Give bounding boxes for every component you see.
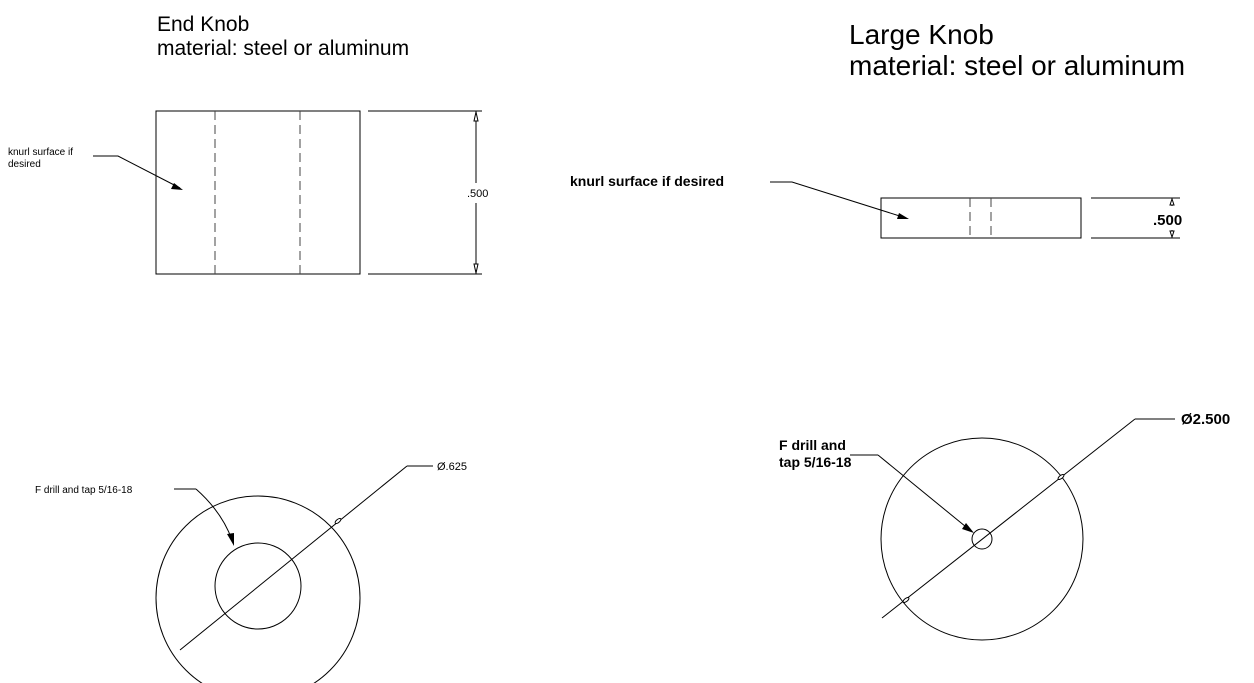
- end-knob-material: material: steel or aluminum: [157, 37, 409, 60]
- large-knob-diameter-dim: Ø2.500: [1181, 411, 1230, 428]
- end-knob-diameter-dim: Ø.625: [437, 461, 467, 473]
- end-knob-side-view: knurl surface if desired .500: [8, 110, 488, 275]
- large-knob-drill-note-line1: F drill and: [779, 437, 846, 453]
- end-knob-dim-arrow-top: [473, 111, 479, 122]
- end-knob-dim-arrow-bottom: [473, 263, 479, 274]
- large-knob: Large Knob material: steel or aluminum k…: [570, 19, 1230, 641]
- end-knob-drill-note: F drill and tap 5/16-18: [35, 485, 133, 496]
- end-knob-knurl-arrowhead: [171, 183, 183, 190]
- end-knob-knurl-note-line1: knurl surface if: [8, 147, 73, 158]
- large-knob-dim-arrow-top: [1169, 197, 1175, 206]
- large-knob-bore-circle: [971, 528, 993, 550]
- end-knob-side-outline: [155, 110, 361, 275]
- large-knob-diameter-arrow-tip-upper: [1057, 474, 1065, 480]
- large-knob-material: material: steel or aluminum: [849, 50, 1185, 81]
- large-knob-knurl-arrowhead: [897, 213, 909, 219]
- end-knob: End Knob material: steel or aluminum knu…: [8, 13, 488, 683]
- end-knob-title: End Knob: [157, 13, 249, 36]
- large-knob-top-view: Ø2.500 F drill and tap 5/16-18: [779, 411, 1230, 641]
- large-knob-knurl-note: knurl surface if desired: [570, 173, 724, 189]
- large-knob-height-dim: .500: [1153, 212, 1182, 229]
- large-knob-dim-arrow-bottom: [1169, 230, 1175, 239]
- end-knob-height-dim: .500: [467, 188, 488, 200]
- large-knob-side-outline: [880, 197, 1082, 239]
- large-knob-title: Large Knob: [849, 19, 994, 50]
- large-knob-outer-circle: [880, 437, 1084, 641]
- end-knob-knurl-leader: [93, 155, 181, 189]
- end-knob-knurl-note-line2: desired: [8, 159, 41, 170]
- end-knob-diameter-line: [179, 465, 408, 651]
- large-knob-drill-arrowhead: [962, 523, 974, 533]
- end-knob-drill-leader: [195, 488, 233, 541]
- large-knob-diameter-arrow-tip-lower: [902, 597, 910, 603]
- large-knob-diameter-line: [881, 418, 1136, 619]
- large-knob-knurl-leader: [770, 181, 907, 219]
- end-knob-bore-circle: [214, 542, 302, 630]
- end-knob-outer-circle: [155, 495, 361, 683]
- large-knob-side-view: knurl surface if desired .500: [570, 173, 1182, 239]
- end-knob-diameter-arrow-tip: [334, 517, 342, 525]
- large-knob-drill-leader: [877, 454, 972, 532]
- large-knob-drill-note-line2: tap 5/16-18: [779, 454, 852, 470]
- end-knob-drill-arrowhead: [227, 533, 234, 546]
- end-knob-top-view: Ø.625 F drill and tap 5/16-18: [35, 461, 467, 683]
